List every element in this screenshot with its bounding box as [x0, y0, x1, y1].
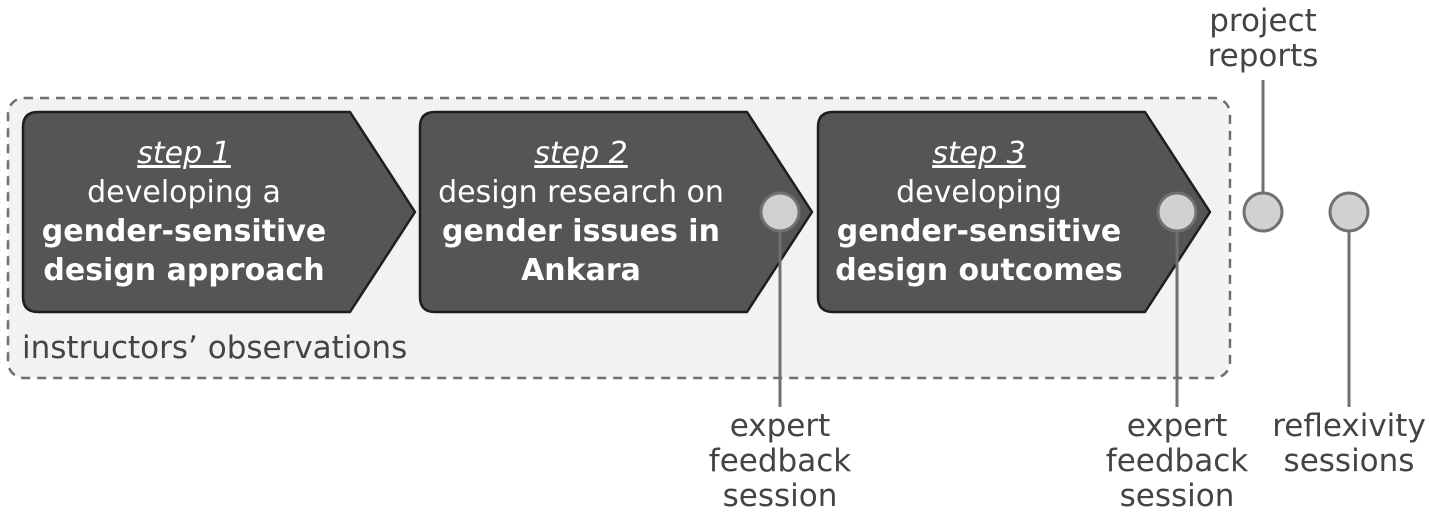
expert-feedback-1-line-2: feedback: [708, 443, 852, 479]
reflexivity-sessions-marker: [1328, 191, 1370, 233]
expert-feedback-1-line-1: expert: [729, 408, 831, 444]
step-3-label: step 3: [932, 136, 1026, 171]
project-reports-line-1: project: [1209, 3, 1317, 39]
step-1-bold-line-2: design approach: [43, 253, 325, 288]
step-2-bold-line-1: gender issues in: [442, 214, 720, 249]
step-1-bold-line-1: gender-sensitive: [41, 214, 327, 249]
expert-feedback-2-line-2: feedback: [1105, 443, 1249, 479]
container-label: instructors’ observations: [22, 330, 408, 366]
project-reports-marker: [1242, 191, 1284, 233]
expert-feedback-1-line-3: session: [722, 478, 838, 514]
step-2-text: step 2 design research on gender issues …: [420, 134, 742, 290]
step-1-arrow: [21, 110, 417, 314]
step-3-arrow: [816, 110, 1212, 314]
expert-feedback-2-label: expert feedback session: [1087, 409, 1267, 514]
reflexivity-sessions-label: reflexivity sessions: [1272, 409, 1426, 479]
step-2-bold-line-2: Ankara: [521, 253, 641, 288]
step-3-bold-line-2: design outcomes: [835, 253, 1123, 288]
project-reports-label: project reports: [1188, 4, 1338, 74]
step-2-line: design research on: [438, 175, 724, 210]
step-3-bold-line-1: gender-sensitive: [836, 214, 1122, 249]
step-3-line: developing: [896, 175, 1062, 210]
step-1-label: step 1: [137, 136, 231, 171]
step-2-arrow: [418, 110, 814, 314]
expert-feedback-2-line-3: session: [1119, 478, 1235, 514]
expert-feedback-2-line-1: expert: [1126, 408, 1228, 444]
expert-feedback-2-marker: [1156, 191, 1198, 233]
reflexivity-sessions-line-1: reflexivity: [1272, 408, 1426, 444]
expert-feedback-1-marker: [759, 191, 801, 233]
step-3-text: step 3 developing gender-sensitive desig…: [818, 134, 1140, 290]
expert-feedback-1-label: expert feedback session: [690, 409, 870, 514]
project-reports-line-2: reports: [1207, 38, 1319, 74]
reflexivity-sessions-line-2: sessions: [1283, 443, 1415, 479]
step-2-label: step 2: [534, 136, 628, 171]
step-1-line: developing a: [87, 175, 281, 210]
step-1-text: step 1 developing a gender-sensitive des…: [23, 134, 345, 290]
